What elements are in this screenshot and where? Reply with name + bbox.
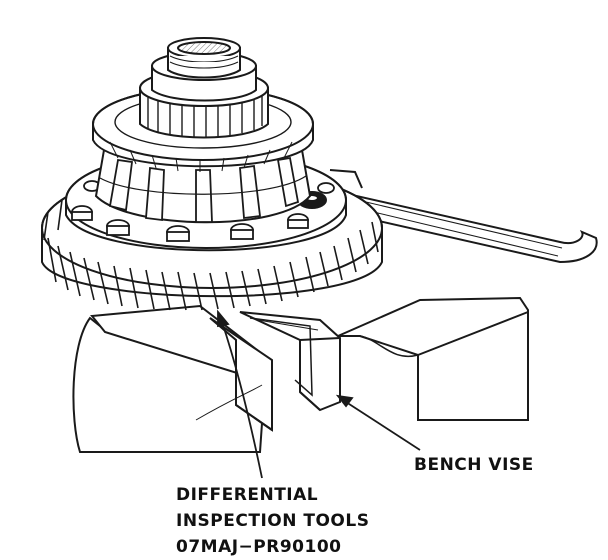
bearing-assembly — [92, 37, 314, 172]
leader-lines — [217, 309, 421, 479]
case-body — [94, 149, 312, 224]
tools-label-line-3: 07MAJ−PR90100 — [176, 537, 342, 557]
wrench — [329, 169, 598, 264]
bench-vise — [72, 296, 529, 453]
bench-vise-label: BENCH VISE — [414, 455, 534, 475]
inspection-tools-label: DIFFERENTIAL INSPECTION TOOLS 07MAJ−PR90… — [176, 482, 369, 560]
tools-label-line-1: DIFFERENTIAL — [176, 485, 319, 505]
tools-label-line-2: INSPECTION TOOLS — [176, 511, 370, 531]
